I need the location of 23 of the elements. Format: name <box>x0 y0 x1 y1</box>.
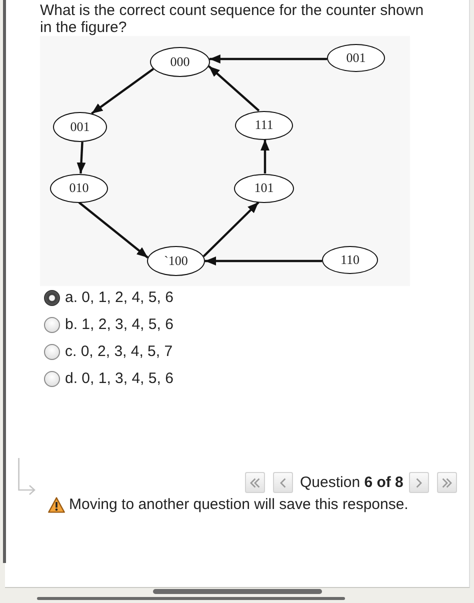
answer-option: a. 0, 1, 2, 4, 5, 6 <box>65 289 174 307</box>
question-counter: Question 6 of 8 <box>300 474 404 492</box>
arrow <box>76 142 86 174</box>
arrow <box>202 202 260 258</box>
answer-option: c. 0, 2, 3, 4, 5, 7 <box>65 343 173 361</box>
warning-message: Moving to another question will save this response. <box>69 496 408 514</box>
arrow <box>260 140 270 174</box>
question-text: What is the correct count sequence for the counter shown in the figure? <box>40 2 425 36</box>
state-label: `100 <box>164 254 188 268</box>
answer-option: b. 1, 2, 3, 4, 5, 6 <box>65 316 174 334</box>
state-label: 110 <box>340 253 360 267</box>
arrow <box>205 256 322 266</box>
arrow <box>208 65 260 112</box>
state-label: 010 <box>69 181 89 195</box>
state-label: 001 <box>70 120 90 134</box>
state-label: 111 <box>254 118 274 132</box>
state-label: 101 <box>254 181 274 195</box>
arrow <box>78 202 148 258</box>
state-label: 000 <box>170 55 190 69</box>
state-label: 001 <box>346 51 366 65</box>
answer-option: d. 0, 1, 3, 4, 5, 6 <box>65 370 174 388</box>
arrow <box>91 68 154 114</box>
arrow <box>209 54 328 64</box>
